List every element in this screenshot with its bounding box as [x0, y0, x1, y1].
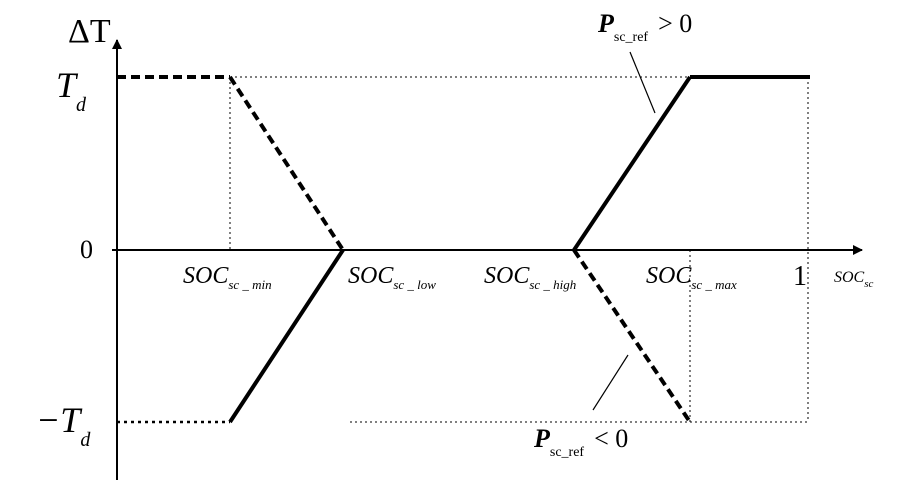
- pos-rise-left: [228, 248, 345, 424]
- leader-p-negative: [592, 354, 629, 411]
- x-axis-label: SOCsc: [834, 269, 874, 290]
- pos-rise-right: [572, 75, 692, 252]
- soc-high-label: SOCsc _ high: [484, 263, 576, 292]
- soc-min-label: SOCsc _ min: [183, 263, 272, 292]
- neg-down-slope-left: [228, 75, 345, 252]
- soc-max-label: SOCsc _ max: [646, 263, 737, 292]
- y-axis-label: ΔT: [68, 13, 111, 50]
- zero-label: 0: [80, 235, 93, 264]
- neg-down-slope-right: [572, 248, 692, 424]
- p-negative-label: Psc_ref< 0: [533, 424, 628, 460]
- leader-p-positive: [629, 51, 656, 114]
- one-label: 1: [793, 261, 807, 292]
- curve-p-positive: [228, 75, 810, 424]
- p-positive-label: Psc_ref> 0: [597, 9, 692, 45]
- td-negative-label: −Td: [36, 400, 91, 451]
- curve-p-negative: [117, 75, 692, 424]
- td-positive-label: Td: [56, 65, 87, 116]
- soc-low-label: SOCsc _ low: [348, 263, 436, 292]
